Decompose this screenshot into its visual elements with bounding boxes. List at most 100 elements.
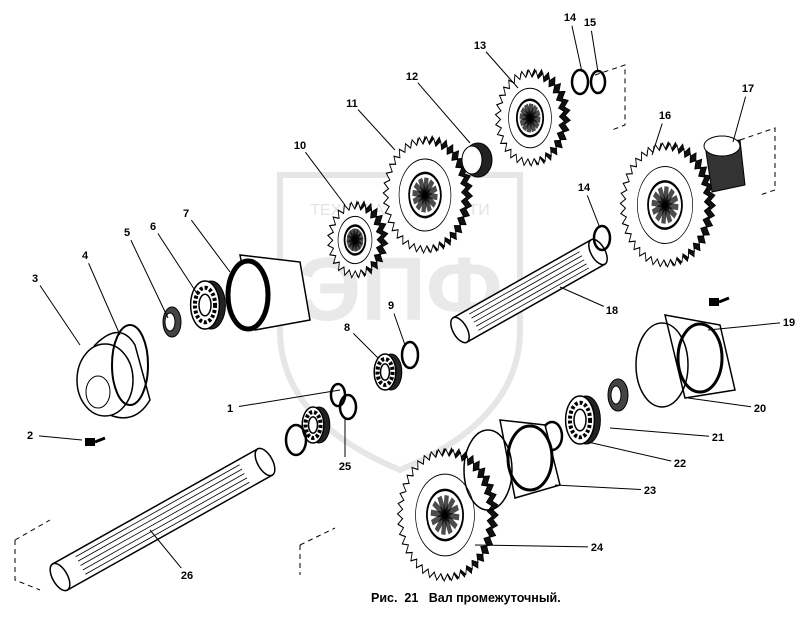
callout-number: 14 xyxy=(578,182,591,194)
callout-19: 19 xyxy=(707,317,795,331)
bearing-8 xyxy=(373,353,403,391)
leader-line xyxy=(474,544,589,548)
callout-number: 3 xyxy=(32,273,38,285)
callout-3: 3 xyxy=(32,273,81,346)
callout-number: 11 xyxy=(346,98,358,110)
flange-ring xyxy=(225,258,271,332)
callout-number: 26 xyxy=(181,570,193,582)
callout-5: 5 xyxy=(124,227,169,319)
callout-number: 14 xyxy=(564,12,577,24)
leader-line xyxy=(238,389,341,408)
leader-line xyxy=(353,333,379,359)
callout-number: 9 xyxy=(388,300,394,312)
leader-line xyxy=(732,96,747,143)
spline-line xyxy=(475,263,587,327)
needle-roller xyxy=(651,194,679,216)
leader-line xyxy=(707,322,781,331)
callout-7: 7 xyxy=(183,208,231,273)
callout-25: 25 xyxy=(339,418,351,473)
callout-number: 19 xyxy=(783,317,795,329)
callout-14: 14 xyxy=(578,182,601,229)
callout-22: 22 xyxy=(587,441,686,470)
nut-22 xyxy=(607,378,629,412)
ring-outer xyxy=(400,340,420,370)
gear-10 xyxy=(326,200,389,279)
ring-outer xyxy=(570,68,590,96)
leader-line xyxy=(587,441,672,462)
ring-outer xyxy=(329,382,347,408)
flange-ring xyxy=(676,322,724,394)
snap-ring xyxy=(570,68,590,96)
nut-5 xyxy=(162,306,182,338)
bearing-balls xyxy=(375,357,395,387)
bolt-head xyxy=(85,438,95,446)
callout-number: 8 xyxy=(344,322,350,334)
callout-number: 18 xyxy=(606,305,618,317)
spline-line xyxy=(80,473,245,566)
flange-19 xyxy=(664,314,736,399)
axis-centerline xyxy=(594,64,626,131)
gear-11 xyxy=(382,134,474,255)
callout-17: 17 xyxy=(732,83,754,143)
figure-number: Рис. 21 xyxy=(371,591,419,605)
callout-number: 20 xyxy=(754,403,766,415)
leader-line xyxy=(609,427,710,437)
ring-outer xyxy=(463,429,513,511)
callout-number: 24 xyxy=(591,542,604,554)
callout-number: 13 xyxy=(474,40,486,52)
cover-cap xyxy=(85,375,111,409)
callout-number: 25 xyxy=(339,461,351,473)
ring-outer xyxy=(592,224,612,252)
needle-roller xyxy=(346,232,364,248)
leader-line xyxy=(130,239,169,319)
callout-1: 1 xyxy=(227,389,341,415)
callout-13: 13 xyxy=(474,40,519,89)
snap-ring xyxy=(400,340,420,370)
shaft-end xyxy=(49,562,71,592)
spline-line xyxy=(77,468,243,562)
callout-23: 23 xyxy=(554,484,656,497)
callout-number: 12 xyxy=(406,71,418,83)
callout-12: 12 xyxy=(406,71,471,144)
callout-number: 21 xyxy=(712,432,724,444)
axis-centerline xyxy=(14,519,51,591)
bolt xyxy=(85,436,106,446)
shaft-end xyxy=(450,316,470,344)
callout-2: 2 xyxy=(27,430,83,442)
callout-10: 10 xyxy=(294,140,346,206)
bearing-inner-race xyxy=(307,416,319,434)
axis-centerline xyxy=(739,127,776,196)
leader-line xyxy=(651,123,663,156)
callout-21: 21 xyxy=(609,427,724,444)
leader-line xyxy=(157,233,199,296)
flange-23 xyxy=(499,419,561,499)
spline-line xyxy=(478,267,589,331)
callout-11: 11 xyxy=(346,98,396,151)
ring-outer xyxy=(111,324,149,406)
callout-number: 7 xyxy=(183,208,189,220)
bearing-balls xyxy=(303,410,323,440)
leader-line xyxy=(485,51,519,89)
needle-roller xyxy=(519,109,541,127)
callout-number: 1 xyxy=(227,403,233,415)
callout-8: 8 xyxy=(344,322,379,359)
callout-number: 10 xyxy=(294,140,306,152)
intermediate-shaft-26 xyxy=(49,447,276,592)
axis-centerline xyxy=(299,527,336,575)
bearing-inner-race xyxy=(379,363,391,381)
callout-18: 18 xyxy=(559,286,618,317)
leader-line xyxy=(559,286,604,307)
gasket-20 xyxy=(635,322,689,408)
bearing-balls xyxy=(567,400,593,440)
shaft-18 xyxy=(450,238,608,344)
figure-caption: Рис. 21 Вал промежуточный. xyxy=(371,591,561,605)
figure-title: Вал промежуточный. xyxy=(428,591,561,605)
ring-outer xyxy=(284,423,308,457)
leader-line xyxy=(687,397,752,408)
gear-13 xyxy=(494,67,571,168)
callout-number: 16 xyxy=(659,110,671,122)
callout-20: 20 xyxy=(687,397,766,415)
callout-number: 4 xyxy=(82,250,89,262)
spacer-face xyxy=(461,145,483,175)
